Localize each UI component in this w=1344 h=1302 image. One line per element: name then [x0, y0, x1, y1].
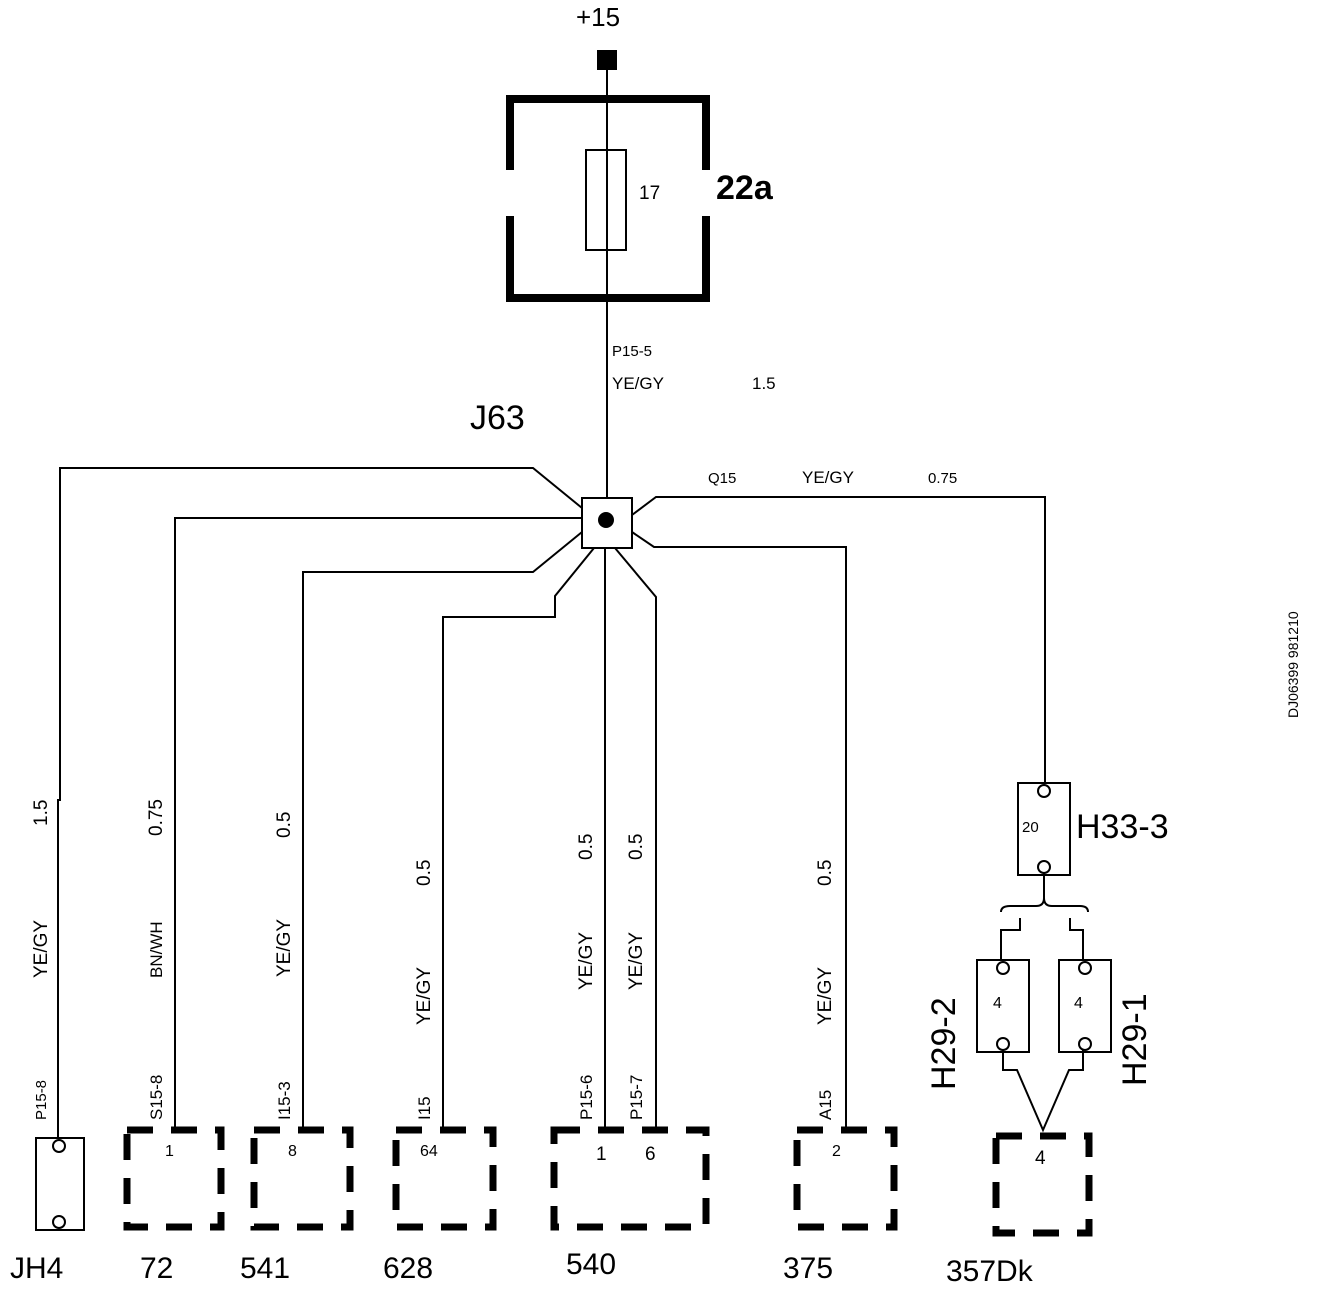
component-541-pin: 8 — [288, 1143, 297, 1160]
h29-merge-wires — [1002, 1050, 1084, 1133]
branch-6-gauge: 0.5 — [626, 834, 647, 860]
connector-h29-1-pin: 4 — [1074, 995, 1083, 1012]
component-375-label: 375 — [783, 1252, 833, 1285]
branch-2-id: S15-8 — [147, 1075, 166, 1120]
q15-wire-color: YE/GY — [802, 468, 854, 487]
branch-3-gauge: 0.5 — [274, 812, 295, 838]
branch-4-id: I15 — [415, 1096, 434, 1120]
component-357dk-pin: 4 — [1035, 1148, 1046, 1169]
branch-4-color: YE/GY — [414, 967, 435, 1025]
supply-label: +15 — [576, 2, 620, 32]
component-540-pin-1: 1 — [596, 1144, 607, 1165]
component-540-label: 540 — [566, 1248, 616, 1281]
branch-2-gauge: 0.75 — [146, 799, 167, 836]
component-628-box — [392, 1126, 497, 1231]
connector-h29-2-pin: 4 — [993, 995, 1002, 1012]
fuse-number: 17 — [639, 183, 660, 204]
component-jh4-label: JH4 — [10, 1252, 63, 1285]
q15-wire-gauge: 0.75 — [928, 470, 957, 487]
connector-h33-3-label: H33-3 — [1076, 808, 1169, 846]
component-375-pin: 2 — [832, 1143, 841, 1160]
branch-6-id: P15-7 — [627, 1075, 646, 1120]
component-540-box — [550, 1126, 710, 1231]
component-72-pin: 1 — [165, 1143, 174, 1160]
component-375-box — [793, 1126, 898, 1231]
branch-7-id: A15 — [816, 1090, 835, 1120]
component-357dk-label: 357Dk — [946, 1255, 1034, 1288]
branch-1-gauge: 1.5 — [31, 800, 52, 826]
branch-5-id: P15-6 — [577, 1075, 596, 1120]
branch-4-gauge: 0.5 — [414, 860, 435, 886]
component-541-box — [250, 1126, 354, 1231]
supply-terminal — [597, 50, 617, 70]
branch-1-color: YE/GY — [31, 920, 52, 978]
splice-brace — [1000, 873, 1089, 913]
h29-1-feed — [1069, 918, 1084, 962]
connector-h29-2 — [976, 959, 1030, 1053]
h29-2-feed — [1000, 918, 1021, 962]
fuse-box-label: 22a — [716, 169, 774, 207]
q15-wire-id: Q15 — [708, 470, 736, 487]
connector-h33-3-pin: 20 — [1022, 819, 1039, 836]
component-72-box — [123, 1126, 225, 1231]
connector-h29-2-label: H29-2 — [925, 997, 963, 1090]
branch-5-gauge: 0.5 — [576, 834, 597, 860]
component-72-label: 72 — [140, 1252, 173, 1285]
document-id: DJ06399 981210 — [1285, 611, 1301, 718]
branch-wires — [57, 467, 1046, 1140]
branch-3-color: YE/GY — [274, 919, 295, 977]
junction-dot — [598, 512, 614, 528]
fuse-box-22a — [506, 95, 710, 302]
connector-h33-3 — [1017, 782, 1071, 876]
component-628-pin: 64 — [420, 1143, 438, 1160]
junction-label: J63 — [470, 399, 525, 437]
branch-6-color: YE/GY — [626, 932, 647, 990]
branch-1-id: P15-8 — [33, 1080, 50, 1120]
component-540-pin-6: 6 — [645, 1144, 656, 1165]
branch-5-color: YE/GY — [576, 932, 597, 990]
component-541-label: 541 — [240, 1252, 290, 1285]
branch-7-color: YE/GY — [815, 967, 836, 1025]
component-357dk-box — [992, 1132, 1093, 1237]
component-628-label: 628 — [383, 1252, 433, 1285]
component-jh4 — [35, 1137, 85, 1231]
branch-2-color: BN/WH — [147, 921, 166, 978]
connector-h29-1-label: H29-1 — [1116, 993, 1154, 1086]
branch-7-gauge: 0.5 — [815, 860, 836, 886]
main-wire-id: P15-5 — [612, 343, 652, 360]
main-wire-color: YE/GY — [612, 374, 664, 393]
connector-h29-1 — [1058, 959, 1112, 1053]
branch-3-id: I15-3 — [275, 1081, 294, 1120]
main-wire-gauge: 1.5 — [752, 374, 776, 393]
